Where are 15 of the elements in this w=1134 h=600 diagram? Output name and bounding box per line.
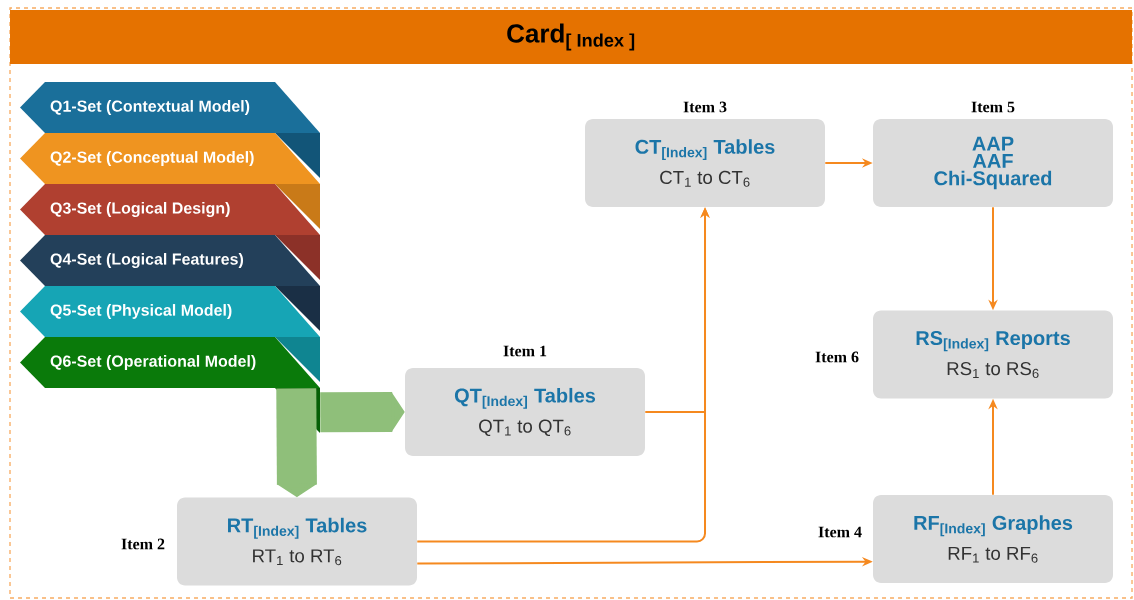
item-label: Item 2: [121, 538, 165, 550]
item-label: Item 6: [815, 351, 859, 363]
item-label: Item 3: [683, 101, 727, 113]
table-box: RS$_{[Index]}$ Reports RS$_{1}$ to RS$_{6}$: [873, 310, 1113, 399]
header-band: Card$_{[ Index ]}$: [10, 10, 1132, 64]
item-label: Item 5: [971, 101, 1015, 113]
block-arrow: [320, 391, 405, 433]
item-label: Item 4: [818, 526, 862, 538]
table-box: QT$_{[Index]}$ Tables QT$_{1}$ to QT$_{6}$: [405, 368, 645, 456]
item-label: Item 1: [503, 345, 547, 357]
table-box: CT$_{[Index]}$ Tables CT$_{1}$ to CT$_{6}$: [585, 119, 825, 207]
table-box: RT$_{[Index]}$ Tables RT$_{1}$ to RT$_{6}$: [177, 497, 417, 586]
table-box: RF$_{[Index]}$ Graphes RF$_{1}$ to RF$_{6}$: [873, 495, 1113, 583]
banner: Q6-Set (Operational Model): [20, 337, 320, 433]
table-box: AAP AAF Chi-Squared: [873, 119, 1113, 207]
